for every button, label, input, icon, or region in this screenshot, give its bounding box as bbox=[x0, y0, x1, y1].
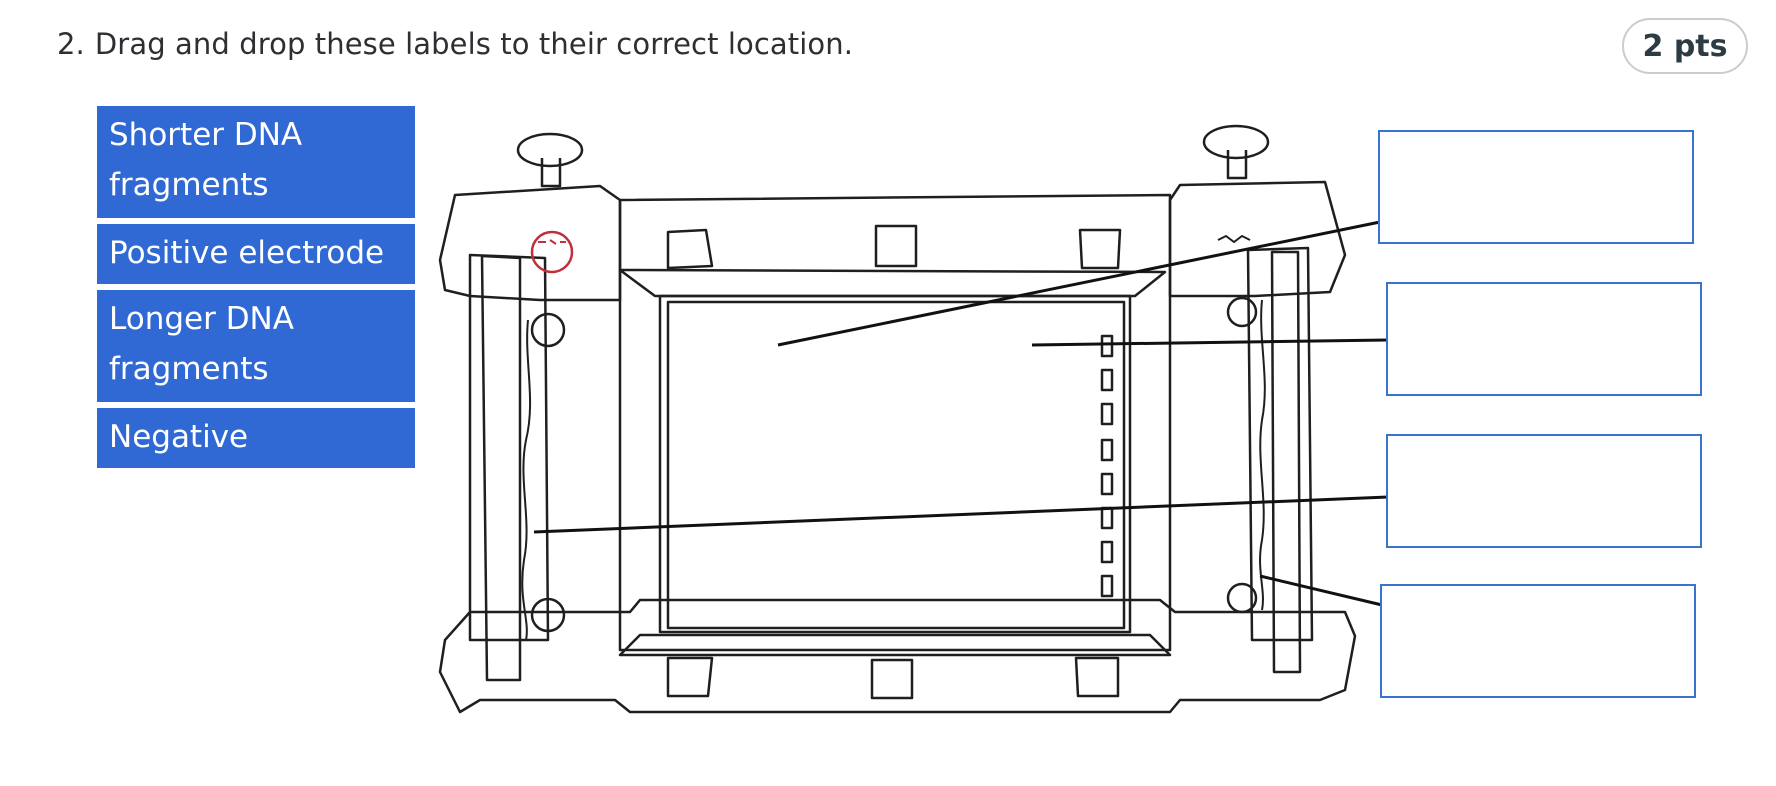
bottom-tab-middle bbox=[870, 658, 914, 700]
left-electrode-wire bbox=[521, 319, 532, 641]
dropzone-4[interactable] bbox=[1380, 584, 1696, 698]
question-text: 2. Drag and drop these labels to their co… bbox=[57, 22, 853, 66]
chamber-base bbox=[438, 598, 1357, 714]
label-shorter-dna[interactable]: Shorter DNA fragments bbox=[97, 106, 415, 218]
label-longer-dna[interactable]: Longer DNA fragments bbox=[97, 290, 415, 402]
points-badge: 2 pts bbox=[1622, 18, 1748, 74]
question-prompt: Drag and drop these labels to their corr… bbox=[94, 27, 854, 61]
gel-tray bbox=[658, 294, 1132, 634]
dropzone-1[interactable] bbox=[1378, 130, 1694, 244]
chamber-body bbox=[618, 193, 1172, 652]
right-knob bbox=[1202, 124, 1270, 160]
bottom-tab-right bbox=[1074, 656, 1120, 698]
leader-line-1 bbox=[777, 220, 1381, 347]
left-end-cap bbox=[438, 184, 622, 302]
leader-line-4 bbox=[1259, 574, 1383, 607]
well-1 bbox=[1100, 334, 1114, 358]
top-tab-middle bbox=[874, 224, 918, 268]
well-7 bbox=[1100, 540, 1114, 564]
positive-mark bbox=[530, 230, 574, 274]
right-electrode-wire bbox=[1259, 299, 1266, 611]
label-positive-electrode[interactable]: Positive electrode bbox=[97, 224, 415, 284]
left-knob bbox=[516, 132, 584, 168]
leader-line-3 bbox=[533, 495, 1389, 534]
label-bank: Shorter DNA fragments Positive electrode… bbox=[97, 106, 415, 505]
well-3 bbox=[1100, 402, 1114, 426]
well-8 bbox=[1100, 574, 1114, 598]
label-negative-electrode[interactable]: Negative electrode bbox=[97, 408, 415, 505]
dropzone-2[interactable] bbox=[1386, 282, 1702, 396]
bottom-tab-left bbox=[666, 656, 714, 698]
dropzone-3[interactable] bbox=[1386, 434, 1702, 548]
leader-line-2 bbox=[1031, 338, 1389, 347]
well-2 bbox=[1100, 368, 1114, 392]
well-4 bbox=[1100, 438, 1114, 462]
top-tab-left bbox=[666, 228, 714, 270]
question-number: 2. bbox=[57, 27, 85, 61]
right-end-cap bbox=[1168, 180, 1347, 298]
top-tab-right bbox=[1078, 228, 1122, 270]
well-5 bbox=[1100, 472, 1114, 496]
well-6 bbox=[1100, 506, 1114, 530]
